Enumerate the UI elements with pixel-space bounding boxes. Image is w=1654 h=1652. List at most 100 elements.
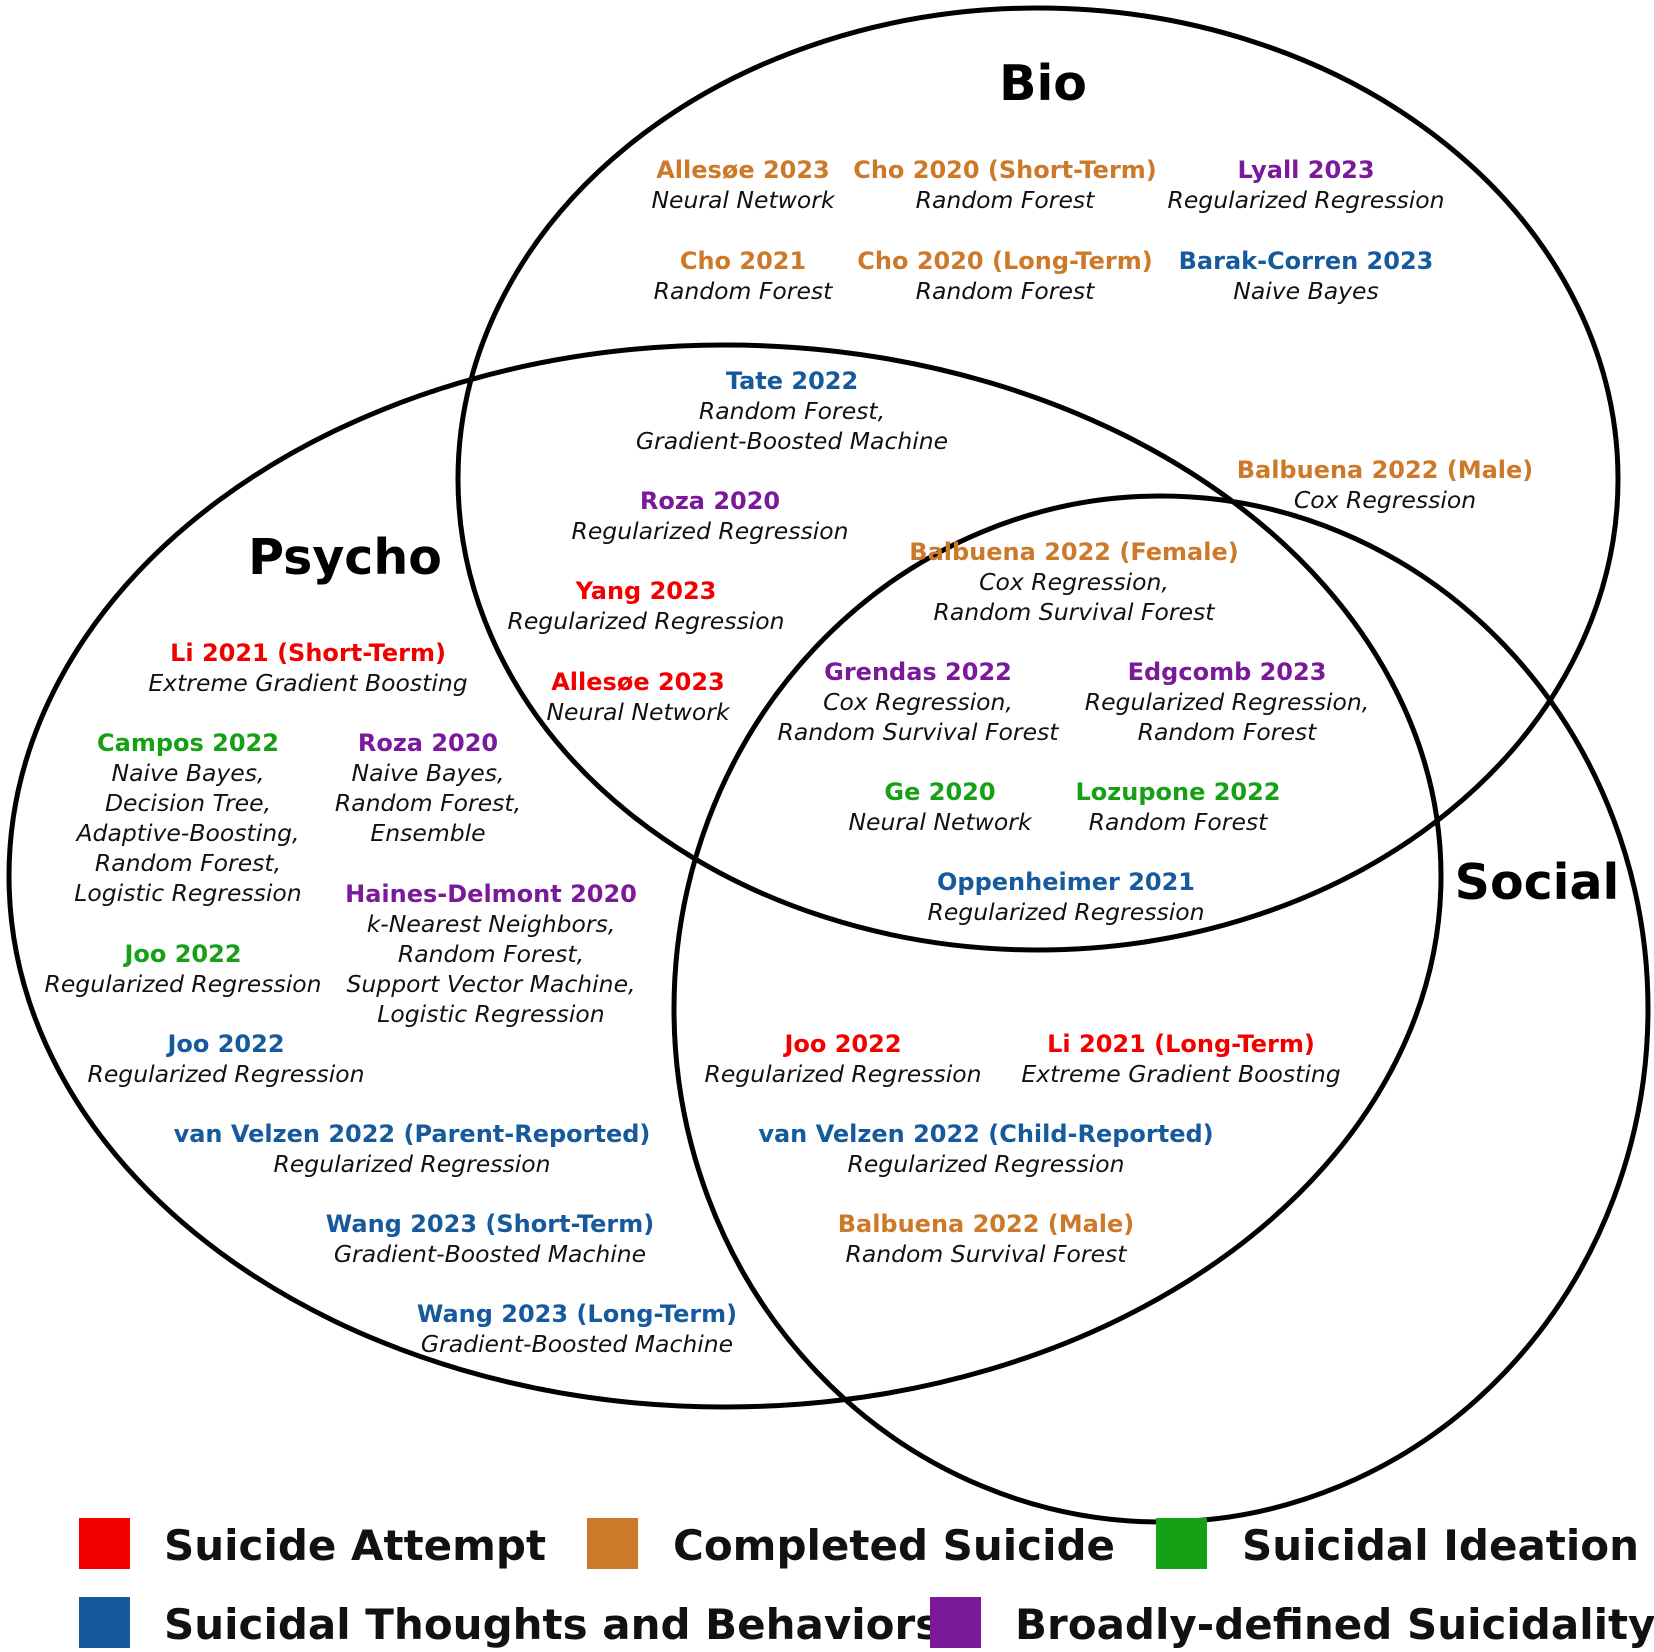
social-title: Social xyxy=(1455,854,1620,911)
study-method: Gradient-Boosted Machine xyxy=(636,427,948,455)
bio-title: Bio xyxy=(999,55,1087,112)
study-method: Regularized Regression xyxy=(847,1150,1124,1178)
study-name: Joo 2022 xyxy=(122,940,241,968)
study-bs-balbuena-male: Balbuena 2022 (Male)Cox Regression xyxy=(1237,456,1534,514)
study-name: Edgcomb 2023 xyxy=(1128,658,1327,686)
study-method: Regularized Regression xyxy=(571,517,848,545)
legend-label-suicide-attempt: Suicide Attempt xyxy=(164,1521,546,1570)
study-name: Li 2021 (Long-Term) xyxy=(1047,1030,1315,1058)
study-name: Tate 2022 xyxy=(726,367,858,395)
study-name: Joo 2022 xyxy=(782,1030,901,1058)
psycho-title: Psycho xyxy=(248,529,442,586)
study-name: Haines-Delmont 2020 xyxy=(345,880,637,908)
study-method: Random Forest xyxy=(916,277,1096,305)
study-name: Cho 2020 (Long-Term) xyxy=(857,247,1152,275)
study-name: Roza 2020 xyxy=(640,487,780,515)
study-name: Ge 2020 xyxy=(884,778,995,806)
legend-swatch-completed-suicide xyxy=(587,1518,638,1569)
study-method: Regularized Regression xyxy=(87,1060,364,1088)
study-method: Random Forest, xyxy=(335,789,521,817)
study-method: Random Forest, xyxy=(95,849,281,877)
study-method: Support Vector Machine, xyxy=(346,970,635,998)
social-circle xyxy=(671,493,1651,1525)
study-method: Neural Network xyxy=(546,698,731,726)
study-method: Random Forest xyxy=(1089,808,1269,836)
study-name: Yang 2023 xyxy=(575,577,717,605)
study-method: Random Forest xyxy=(1138,718,1318,746)
legend-swatch-stb xyxy=(79,1597,130,1648)
study-method: Extreme Gradient Boosting xyxy=(148,669,467,697)
study-method: Random Forest xyxy=(654,277,834,305)
legend: Suicide Attempt Completed Suicide Suicid… xyxy=(79,1518,1654,1649)
legend-label-broad: Broadly-defined Suicidality xyxy=(1015,1600,1654,1649)
study-method: Naive Bayes, xyxy=(352,759,505,787)
psycho-circle xyxy=(6,342,1444,1410)
study-ps-balbuena-male: Balbuena 2022 (Male)Random Survival Fore… xyxy=(838,1210,1135,1268)
study-method: Regularized Regression xyxy=(1167,186,1444,214)
study-bio-cho2020-short: Cho 2020 (Short-Term)Random Forest xyxy=(853,156,1157,214)
bio-circle xyxy=(455,5,1621,953)
study-method: k-Nearest Neighbors, xyxy=(367,910,616,938)
study-name: Campos 2022 xyxy=(97,729,279,757)
study-method: Naive Bayes xyxy=(1233,277,1378,305)
study-p-wang-long: Wang 2023 (Long-Term)Gradient-Boosted Ma… xyxy=(417,1300,737,1358)
study-method: Regularized Regression xyxy=(704,1060,981,1088)
study-method: Random Survival Forest xyxy=(778,718,1060,746)
study-method: Logistic Regression xyxy=(377,1000,604,1028)
legend-label-stb: Suicidal Thoughts and Behaviors xyxy=(164,1600,940,1649)
study-p-wang-short: Wang 2023 (Short-Term)Gradient-Boosted M… xyxy=(326,1210,654,1268)
study-method: Naive Bayes, xyxy=(112,759,265,787)
study-name: Oppenheimer 2021 xyxy=(937,868,1195,896)
study-name: Cho 2020 (Short-Term) xyxy=(853,156,1157,184)
study-name: Wang 2023 (Long-Term) xyxy=(417,1300,737,1328)
study-name: Cho 2021 xyxy=(680,247,806,275)
study-name: Balbuena 2022 (Male) xyxy=(838,1210,1135,1238)
study-p-li-short: Li 2021 (Short-Term)Extreme Gradient Boo… xyxy=(148,639,467,697)
study-name: Barak-Corren 2023 xyxy=(1179,247,1434,275)
legend-label-completed-suicide: Completed Suicide xyxy=(673,1521,1115,1570)
study-method: Extreme Gradient Boosting xyxy=(1021,1060,1340,1088)
study-method: Decision Tree, xyxy=(105,789,271,817)
study-name: Roza 2020 xyxy=(358,729,498,757)
study-method: Neural Network xyxy=(651,186,836,214)
study-name: Allesøe 2023 xyxy=(656,156,830,184)
study-ps-vanvelzen-child: van Velzen 2022 (Child-Reported)Regulari… xyxy=(758,1120,1213,1178)
study-method: Random Survival Forest xyxy=(846,1240,1128,1268)
study-method: Adaptive-Boosting, xyxy=(74,819,299,847)
study-method: Random Forest, xyxy=(699,397,885,425)
study-method: Regularized Regression xyxy=(507,607,784,635)
study-all-balbuena-female: Balbuena 2022 (Female)Cox Regression,Ran… xyxy=(909,538,1238,626)
study-method: Regularized Regression xyxy=(44,970,321,998)
legend-swatch-broad xyxy=(930,1597,981,1648)
study-bio-cho2020-long: Cho 2020 (Long-Term)Random Forest xyxy=(857,247,1152,305)
study-method: Regularized Regression xyxy=(273,1150,550,1178)
study-name: van Velzen 2022 (Child-Reported) xyxy=(758,1120,1213,1148)
study-ps-li-long: Li 2021 (Long-Term)Extreme Gradient Boos… xyxy=(1021,1030,1340,1088)
study-name: Balbuena 2022 (Male) xyxy=(1237,456,1534,484)
study-method: Logistic Regression xyxy=(74,879,301,907)
study-method: Cox Regression xyxy=(1294,486,1476,514)
study-method: Neural Network xyxy=(848,808,1033,836)
study-name: van Velzen 2022 (Parent-Reported) xyxy=(174,1120,651,1148)
study-method: Gradient-Boosted Machine xyxy=(421,1330,733,1358)
study-method: Random Survival Forest xyxy=(934,598,1216,626)
study-name: Lozupone 2022 xyxy=(1075,778,1280,806)
study-method: Random Forest xyxy=(916,186,1096,214)
